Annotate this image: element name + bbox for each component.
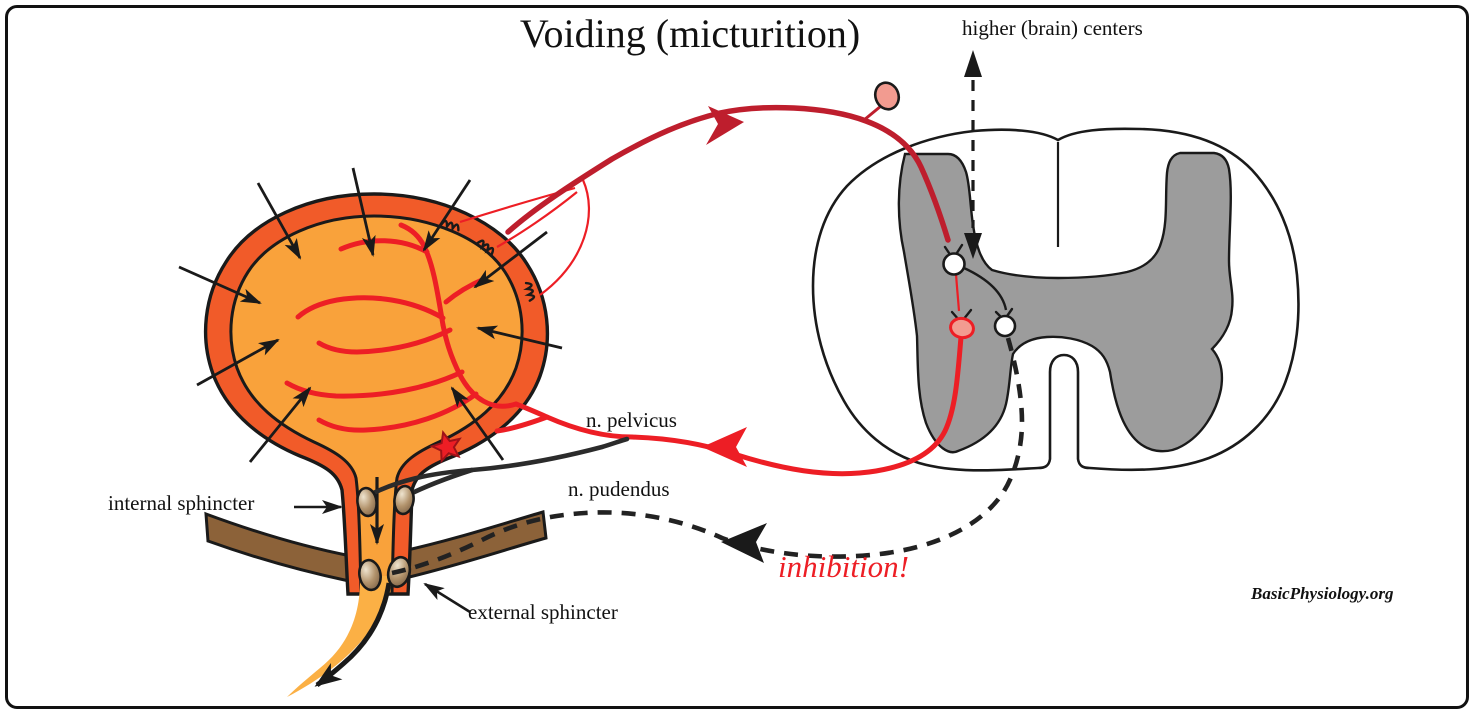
arrow-down-from-brain-icon: [964, 233, 982, 259]
efferent-arrowhead-icon: [702, 427, 747, 467]
stretch-receptor-icon: [440, 219, 460, 233]
label-n-pelvicus: n. pelvicus: [586, 408, 677, 432]
external-sphincter-left: [358, 558, 382, 592]
page-title: Voiding (micturition): [519, 11, 861, 56]
pressure-arrow: [178, 265, 262, 305]
ganglion-star-icon: [429, 430, 462, 464]
inhibition-arrowhead-icon: [721, 523, 767, 563]
afferent-nerve-path: [505, 104, 951, 243]
urine-flow-arrow: [314, 582, 392, 688]
sphincters: [356, 484, 415, 592]
urine-stream: [287, 576, 392, 697]
sensory-to-motor-fibre: [954, 273, 961, 312]
pressure-arrow: [473, 230, 548, 289]
label-inhibition: inhibition!: [778, 549, 909, 584]
higher-centers-pathway: [964, 50, 982, 259]
stretch-receptor-icon: [476, 239, 495, 256]
stretch-receptors: [440, 219, 536, 302]
cord-neurons: [942, 243, 1017, 340]
efferent-branch-to-wall: [494, 414, 550, 434]
pressure-arrow: [256, 182, 302, 260]
stretch-receptor-icon: [523, 281, 536, 302]
cord-gray-matter: [897, 151, 1234, 454]
pressure-arrow: [476, 325, 563, 350]
label-higher-centers: higher (brain) centers: [962, 16, 1143, 40]
arrow-up-to-brain-icon: [964, 50, 982, 77]
pressure-arrow: [422, 179, 472, 252]
pelvic-floor-right: [401, 510, 548, 580]
label-n-pudendus: n. pudendus: [568, 477, 670, 501]
pressure-arrow: [450, 386, 505, 461]
pudendal-nerve-dashed: [391, 337, 1025, 576]
watermark: BasicPhysiology.org: [1251, 584, 1394, 603]
pressure-arrow: [196, 338, 280, 387]
sensory-relay-neuron: [942, 252, 966, 276]
spinal-cord-cross-section: [811, 127, 1300, 472]
pelvic-nerve-efferent: [494, 334, 964, 477]
efferent-nerve-path: [513, 334, 964, 477]
dorsal-root-ganglion: [873, 81, 901, 111]
afferent-arrowhead-icon: [706, 106, 744, 145]
external-sphincter-pointer: [423, 582, 471, 614]
label-external-sphincter: external sphincter: [468, 600, 618, 624]
pelvic-floor-left: [204, 511, 353, 583]
internal-sphincter-right: [393, 484, 415, 516]
pressure-arrow: [248, 386, 312, 463]
parasympathetic-motor-neuron: [949, 316, 975, 340]
label-internal-sphincter: internal sphincter: [108, 491, 255, 515]
internal-sphincter-left: [356, 486, 378, 518]
interneuron-axon: [963, 266, 1008, 311]
bladder-pressure-arrows: [178, 167, 563, 463]
pudendal-motor-neuron: [993, 314, 1017, 338]
pressure-arrow: [351, 167, 376, 257]
ganglion-stalk: [863, 104, 882, 122]
afferent-pathway: [505, 81, 951, 243]
